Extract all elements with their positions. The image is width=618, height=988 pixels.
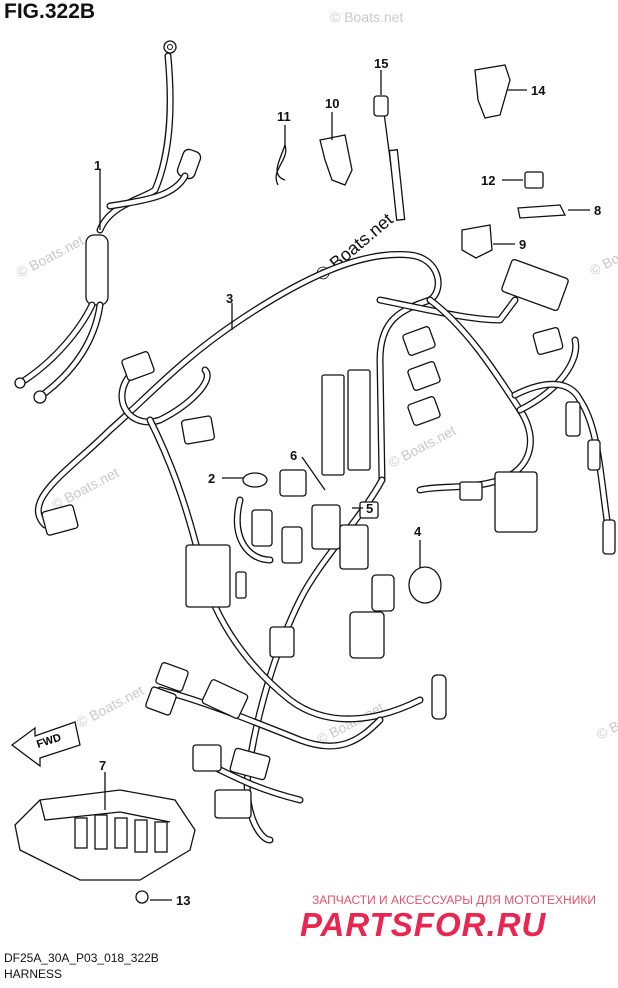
watermark-group: © Boats.net © Boats.net © Boats.net © Bo… — [14, 9, 618, 748]
advert-brand: PARTSFOR.RU — [300, 906, 547, 943]
small-parts — [135, 64, 567, 904]
misc-parts — [242, 369, 442, 612]
advert-tagline: ЗАПЧАСТИ И АКСЕССУАРЫ ДЛЯ МОТОТЕХНИКИ — [312, 893, 596, 907]
callout-7: 7 — [99, 758, 106, 773]
callout-9: 9 — [519, 237, 526, 252]
callout-numbers: 1 2 3 4 5 6 7 8 9 10 11 12 13 14 15 — [94, 56, 601, 908]
watermark-mid-left: © Boats.net — [49, 464, 121, 513]
figure-title: FIG.322B — [4, 0, 96, 23]
watermark-low-left: © Boats.net — [74, 682, 146, 731]
watermark-low-right: © Boats.net — [594, 694, 618, 743]
callout-8: 8 — [594, 203, 601, 218]
callout-10: 10 — [325, 96, 339, 111]
callout-5: 5 — [366, 501, 373, 516]
figure-name: HARNESS — [4, 967, 63, 981]
callout-15: 15 — [374, 56, 388, 71]
relay-part — [279, 469, 307, 497]
leader-lines — [99, 70, 590, 901]
watermark-mid: © Boats.net — [386, 422, 458, 471]
callout-12: 12 — [481, 173, 495, 188]
callout-13: 13 — [176, 893, 190, 908]
watermark-top: © Boats.net — [330, 9, 403, 25]
callout-11: 11 — [277, 109, 291, 124]
connector-group — [41, 258, 616, 819]
callout-4: 4 — [414, 524, 422, 539]
callout-3: 3 — [226, 291, 233, 306]
callout-6: 6 — [290, 448, 297, 463]
bracket-part — [14, 789, 196, 881]
callout-14: 14 — [531, 83, 546, 98]
figure-code: DF25A_30A_P03_018_322B — [4, 951, 159, 965]
watermark-right: © Boats.net — [587, 230, 618, 279]
callout-1: 1 — [94, 158, 101, 173]
watermark-left: © Boats.net — [14, 232, 86, 281]
sensor-part — [408, 566, 442, 604]
callout-2: 2 — [208, 471, 215, 486]
battery-cable — [14, 40, 202, 404]
grommet-part — [242, 472, 268, 488]
fwd-arrow: FWD — [10, 721, 81, 768]
fuse-part — [359, 501, 379, 519]
